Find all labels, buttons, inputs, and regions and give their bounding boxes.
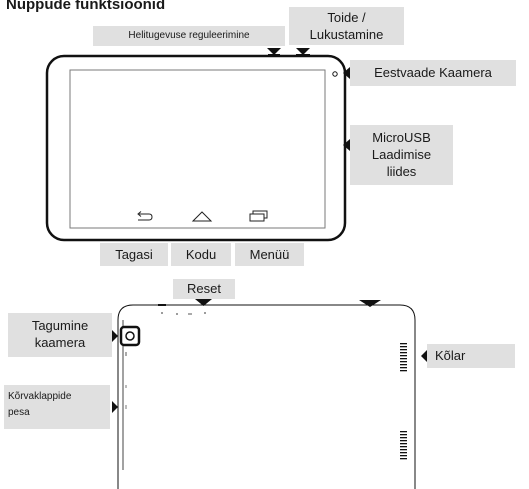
tablet-back-body — [117, 304, 416, 489]
label-front-camera: Eestvaade Kaamera — [350, 60, 516, 86]
label-back: Tagasi — [100, 243, 168, 266]
triangle-pointer-icon — [359, 300, 381, 307]
label-speaker: Kõlar — [427, 344, 515, 368]
triangle-pointer-icon — [343, 139, 350, 151]
triangle-pointer-icon — [195, 299, 212, 306]
back-arrow-icon — [137, 211, 153, 221]
label-menu: Menüü — [235, 243, 304, 266]
triangle-pointer-icon — [112, 401, 118, 413]
label-home: Kodu — [171, 243, 231, 266]
triangle-pointer-icon — [296, 48, 310, 55]
label-microusb: MicroUSB Laadimise liides — [350, 125, 453, 185]
tablet-front-screen — [69, 69, 326, 229]
label-volume: Helitugevuse reguleerimine — [93, 26, 285, 46]
label-reset: Reset — [173, 279, 235, 299]
triangle-pointer-icon — [343, 67, 350, 79]
label-headphone: Kõrvaklappide pesa — [4, 385, 110, 429]
label-rear-camera: Tagumine kaamera — [8, 313, 112, 357]
triangle-pointer-icon — [112, 330, 118, 342]
rear-camera-housing — [119, 325, 141, 347]
triangle-pointer-icon — [267, 48, 281, 55]
speaker-grille-bottom — [400, 431, 407, 460]
speaker-grille-top — [400, 343, 407, 372]
page-title: Nuppude funktsioonid — [6, 0, 166, 13]
rear-camera-lens — [125, 331, 135, 341]
label-power: Toide / Lukustamine — [289, 7, 404, 45]
home-icon — [191, 211, 213, 222]
triangle-pointer-icon — [421, 350, 427, 362]
front-camera-lens — [332, 71, 338, 77]
recent-apps-icon — [249, 210, 268, 222]
